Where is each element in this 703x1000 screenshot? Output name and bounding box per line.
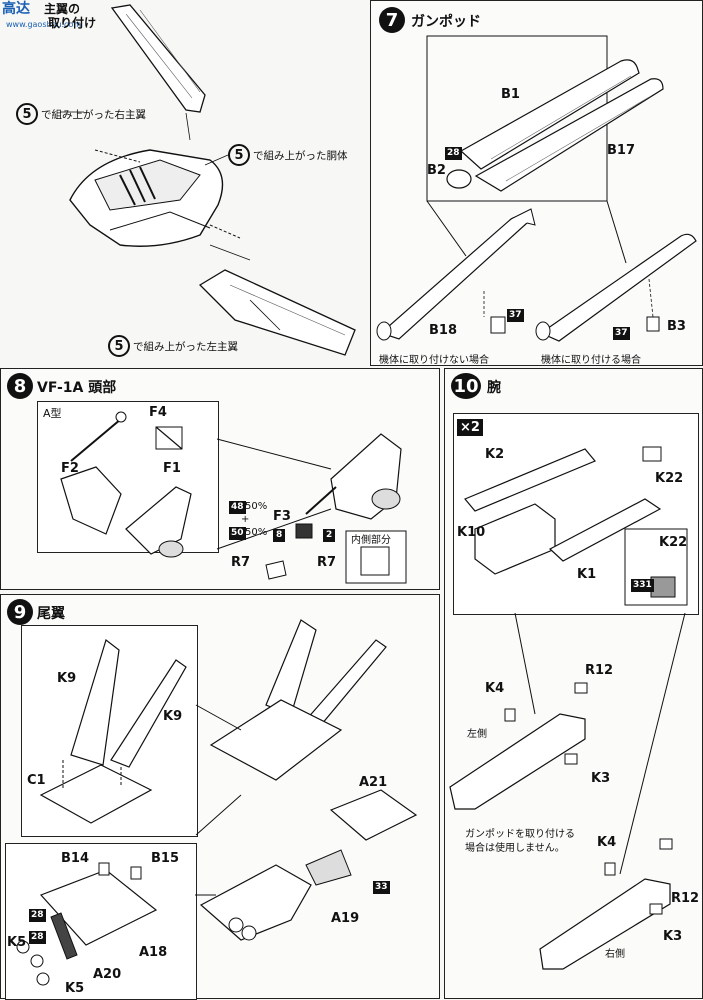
step-7-number: 7 bbox=[379, 7, 405, 33]
label-b1: B1 bbox=[501, 87, 520, 102]
step-reference-5: 5 bbox=[108, 335, 130, 357]
color-code-28: 28 bbox=[29, 909, 46, 922]
step-8-number: 8 bbox=[7, 373, 33, 399]
label-r12-top: R12 bbox=[585, 663, 614, 678]
label-r7-inner: R7 bbox=[317, 555, 337, 570]
color-code-2: 2 bbox=[323, 529, 336, 542]
label-k2: K2 bbox=[485, 447, 505, 462]
label-f1: F1 bbox=[163, 461, 181, 476]
step10-panel: 10 腕 ×2 K2 K22 K10 K1 K22 331 R12 K4 左側 … bbox=[444, 368, 703, 999]
step-10-number: 10 bbox=[451, 373, 481, 399]
step-reference-5: 5 bbox=[228, 144, 250, 166]
label-r12-bottom: R12 bbox=[671, 891, 700, 906]
watermark-logo: 高达 bbox=[2, 1, 30, 17]
left-side-caption: 左側 bbox=[467, 729, 487, 740]
head-drawing bbox=[60, 411, 407, 584]
fuselage-text: で組み上がった胴体 bbox=[253, 149, 348, 162]
label-f3: F3 bbox=[273, 509, 291, 524]
label-b3: B3 bbox=[667, 319, 686, 334]
step-8-title: VF-1A 頭部 bbox=[37, 380, 117, 396]
step6-right-wing-note: 5 で組み上がった右主翼 bbox=[16, 103, 146, 125]
gunpod-drawing bbox=[376, 35, 697, 342]
left-wing-text: で組み上がった左主翼 bbox=[133, 340, 238, 353]
color-code-28: 28 bbox=[445, 147, 462, 160]
label-k10: K10 bbox=[457, 525, 486, 540]
step9-panel: 9 尾翼 K9 K9 C1 A21 33 A19 bbox=[0, 594, 440, 1000]
label-b2: B2 bbox=[427, 163, 446, 178]
mix-plus: + bbox=[241, 514, 250, 525]
label-f4: F4 bbox=[149, 405, 167, 420]
color-code-331: 331 bbox=[631, 579, 654, 592]
step6-title-line2: 取り付け bbox=[48, 16, 97, 30]
label-k5-top: K5 bbox=[7, 935, 27, 950]
color-code-33: 33 bbox=[373, 881, 390, 894]
tail-drawing bbox=[16, 619, 418, 986]
color-code-28: 28 bbox=[29, 931, 46, 944]
gunpod-note-line1: ガンポッドを取り付ける bbox=[465, 829, 575, 840]
step-reference-5: 5 bbox=[16, 103, 38, 125]
step8-panel: 8 VF-1A 頭部 A型 F4 F2 F1 48 50% + 50 50% F… bbox=[0, 368, 440, 590]
color-code-48: 48 bbox=[229, 501, 246, 514]
label-a19: A19 bbox=[331, 911, 360, 926]
label-k4-bottom: K4 bbox=[597, 835, 617, 850]
label-b18: B18 bbox=[429, 323, 457, 338]
arm-drawing bbox=[449, 446, 688, 970]
mix-percent-2: 50% bbox=[245, 527, 268, 538]
label-k4-top: K4 bbox=[485, 681, 505, 696]
step6-fuselage-note: 5 で組み上がった胴体 bbox=[228, 144, 348, 166]
step-9-title: 尾翼 bbox=[37, 606, 65, 622]
label-k5-bottom: K5 bbox=[65, 981, 85, 996]
label-a18: A18 bbox=[139, 945, 168, 960]
gunpod-note-line2: 場合は使用しません。 bbox=[465, 843, 565, 854]
label-b14: B14 bbox=[61, 851, 89, 866]
label-k22-inset: K22 bbox=[659, 535, 688, 550]
label-r7: R7 bbox=[231, 555, 251, 570]
step7-panel: 7 ガンポッド B1 B17 B2 28 B18 37 B3 37 機体に取り付… bbox=[370, 0, 703, 366]
mix-percent-1: 50% bbox=[245, 501, 268, 512]
label-k3-bottom: K3 bbox=[663, 929, 683, 944]
quantity-badge: ×2 bbox=[457, 419, 483, 436]
label-f2: F2 bbox=[61, 461, 79, 476]
right-wing-text: で組み上がった右主翼 bbox=[41, 108, 146, 121]
right-side-caption: 右側 bbox=[605, 949, 625, 960]
color-code-37: 37 bbox=[613, 327, 630, 340]
label-c1: C1 bbox=[27, 773, 46, 788]
label-k9-right: K9 bbox=[163, 709, 183, 724]
step6-left-wing-note: 5 で組み上がった左主翼 bbox=[108, 335, 238, 357]
label-k3-top: K3 bbox=[591, 771, 611, 786]
watermark-url: www.gaoshou.com bbox=[6, 20, 82, 29]
step6-title-line1: 主翼の bbox=[44, 2, 81, 16]
step-10-title: 腕 bbox=[487, 380, 501, 396]
inner-part-caption: 内側部分 bbox=[351, 535, 391, 546]
step-7-title: ガンポッド bbox=[411, 14, 481, 30]
label-k9-left: K9 bbox=[57, 671, 77, 686]
attached-caption: 機体に取り付ける場合 bbox=[541, 355, 641, 366]
label-k22-top: K22 bbox=[655, 471, 684, 486]
color-code-37: 37 bbox=[507, 309, 524, 322]
color-code-8: 8 bbox=[273, 529, 286, 542]
label-a21: A21 bbox=[359, 775, 388, 790]
step-9-number: 9 bbox=[7, 599, 33, 625]
label-b17: B17 bbox=[607, 143, 635, 158]
label-k1: K1 bbox=[577, 567, 597, 582]
label-b15: B15 bbox=[151, 851, 179, 866]
not-attached-caption: 機体に取り付けない場合 bbox=[379, 355, 489, 366]
color-code-50: 50 bbox=[229, 527, 246, 540]
label-a20: A20 bbox=[93, 967, 122, 982]
type-a-label: A型 bbox=[43, 407, 62, 420]
